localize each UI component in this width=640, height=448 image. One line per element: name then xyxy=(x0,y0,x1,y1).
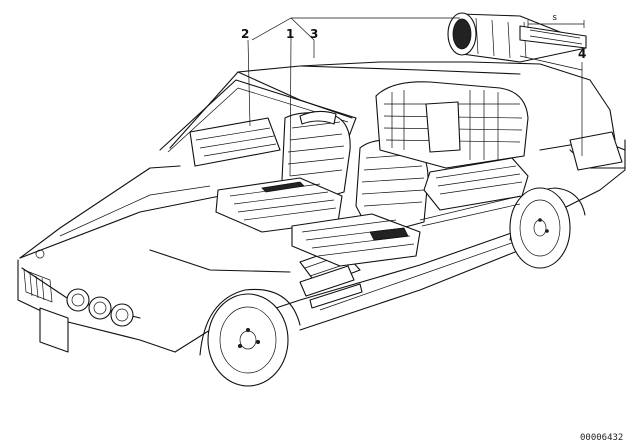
rear-bench-seat xyxy=(375,81,529,211)
badge-icon xyxy=(35,249,45,259)
dimension-label: s xyxy=(552,13,557,23)
document-number: 00006432 xyxy=(580,433,623,443)
front-right-seat xyxy=(291,139,429,267)
front-wheel xyxy=(199,288,301,387)
callout-4: 4 xyxy=(578,47,586,61)
kidney-grille xyxy=(23,269,53,303)
callout-2: 2 xyxy=(241,27,249,41)
door-sill-trim xyxy=(299,195,521,309)
dimension-marker: s xyxy=(527,13,585,28)
rear-wheel xyxy=(509,187,586,269)
car-body xyxy=(17,61,626,387)
center-armrest xyxy=(425,101,461,153)
callout-3: 3 xyxy=(310,27,318,41)
headliner-roll xyxy=(447,12,587,63)
callout-1: 1 xyxy=(286,27,294,41)
front-left-seat xyxy=(215,110,351,233)
callout-labels: 2 1 3 4 xyxy=(241,27,586,61)
headlights xyxy=(66,288,134,327)
leader-lines xyxy=(247,17,583,177)
